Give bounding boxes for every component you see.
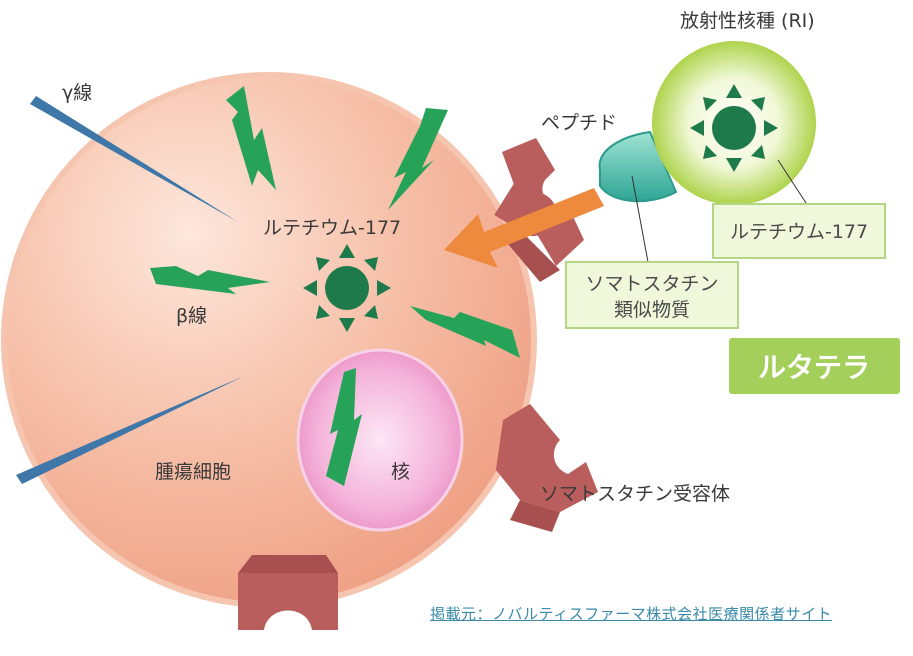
binding-arrow — [444, 188, 604, 268]
lutetium-box — [712, 203, 886, 259]
leader-line-lutetium — [777, 159, 809, 207]
nucleus-label: 核 — [391, 461, 410, 483]
analog-box — [565, 261, 739, 329]
beta-ray-bolt — [388, 108, 448, 210]
receptor-icon — [496, 404, 598, 532]
product-badge — [729, 338, 900, 394]
gamma-ray-lower — [16, 376, 244, 484]
receptor-label: ソマトスタチン受容体 — [540, 483, 730, 505]
radionuclide-star-icon — [690, 84, 778, 172]
gamma-ray-upper — [30, 96, 238, 222]
tumor-cell-label: 腫瘍細胞 — [155, 461, 231, 483]
beta-ray-bolt — [326, 368, 362, 486]
radionuclide-label: 放射性核種 (RI) — [680, 10, 815, 32]
receptor-icon — [238, 555, 338, 630]
source-link[interactable]: 掲載元：ノバルティスファーマ株式会社医療関係者サイト — [430, 605, 833, 623]
beta-ray-bolt — [226, 86, 276, 190]
tumor-cell — [1, 72, 537, 608]
gamma-ray-label: γ線 — [62, 82, 92, 104]
lutetium-atom-icon — [303, 244, 391, 332]
peptide-label: ペプチド — [541, 112, 617, 134]
leader-line-analog — [631, 175, 649, 263]
nucleus — [296, 348, 464, 532]
analog-box-line1: ソマトスタチン — [585, 273, 718, 295]
beta-ray-label: β線 — [176, 305, 207, 327]
product-badge-label: ルタテラ — [758, 351, 870, 384]
lutetium-box-label: ルテチウム-177 — [730, 221, 868, 243]
analog-box-line2: 類似物質 — [614, 299, 690, 321]
beta-ray-bolt — [410, 306, 520, 358]
receptor-icon — [502, 138, 584, 282]
beta-ray-bolt — [150, 266, 270, 294]
center-isotope-label: ルテチウム-177 — [263, 217, 401, 239]
